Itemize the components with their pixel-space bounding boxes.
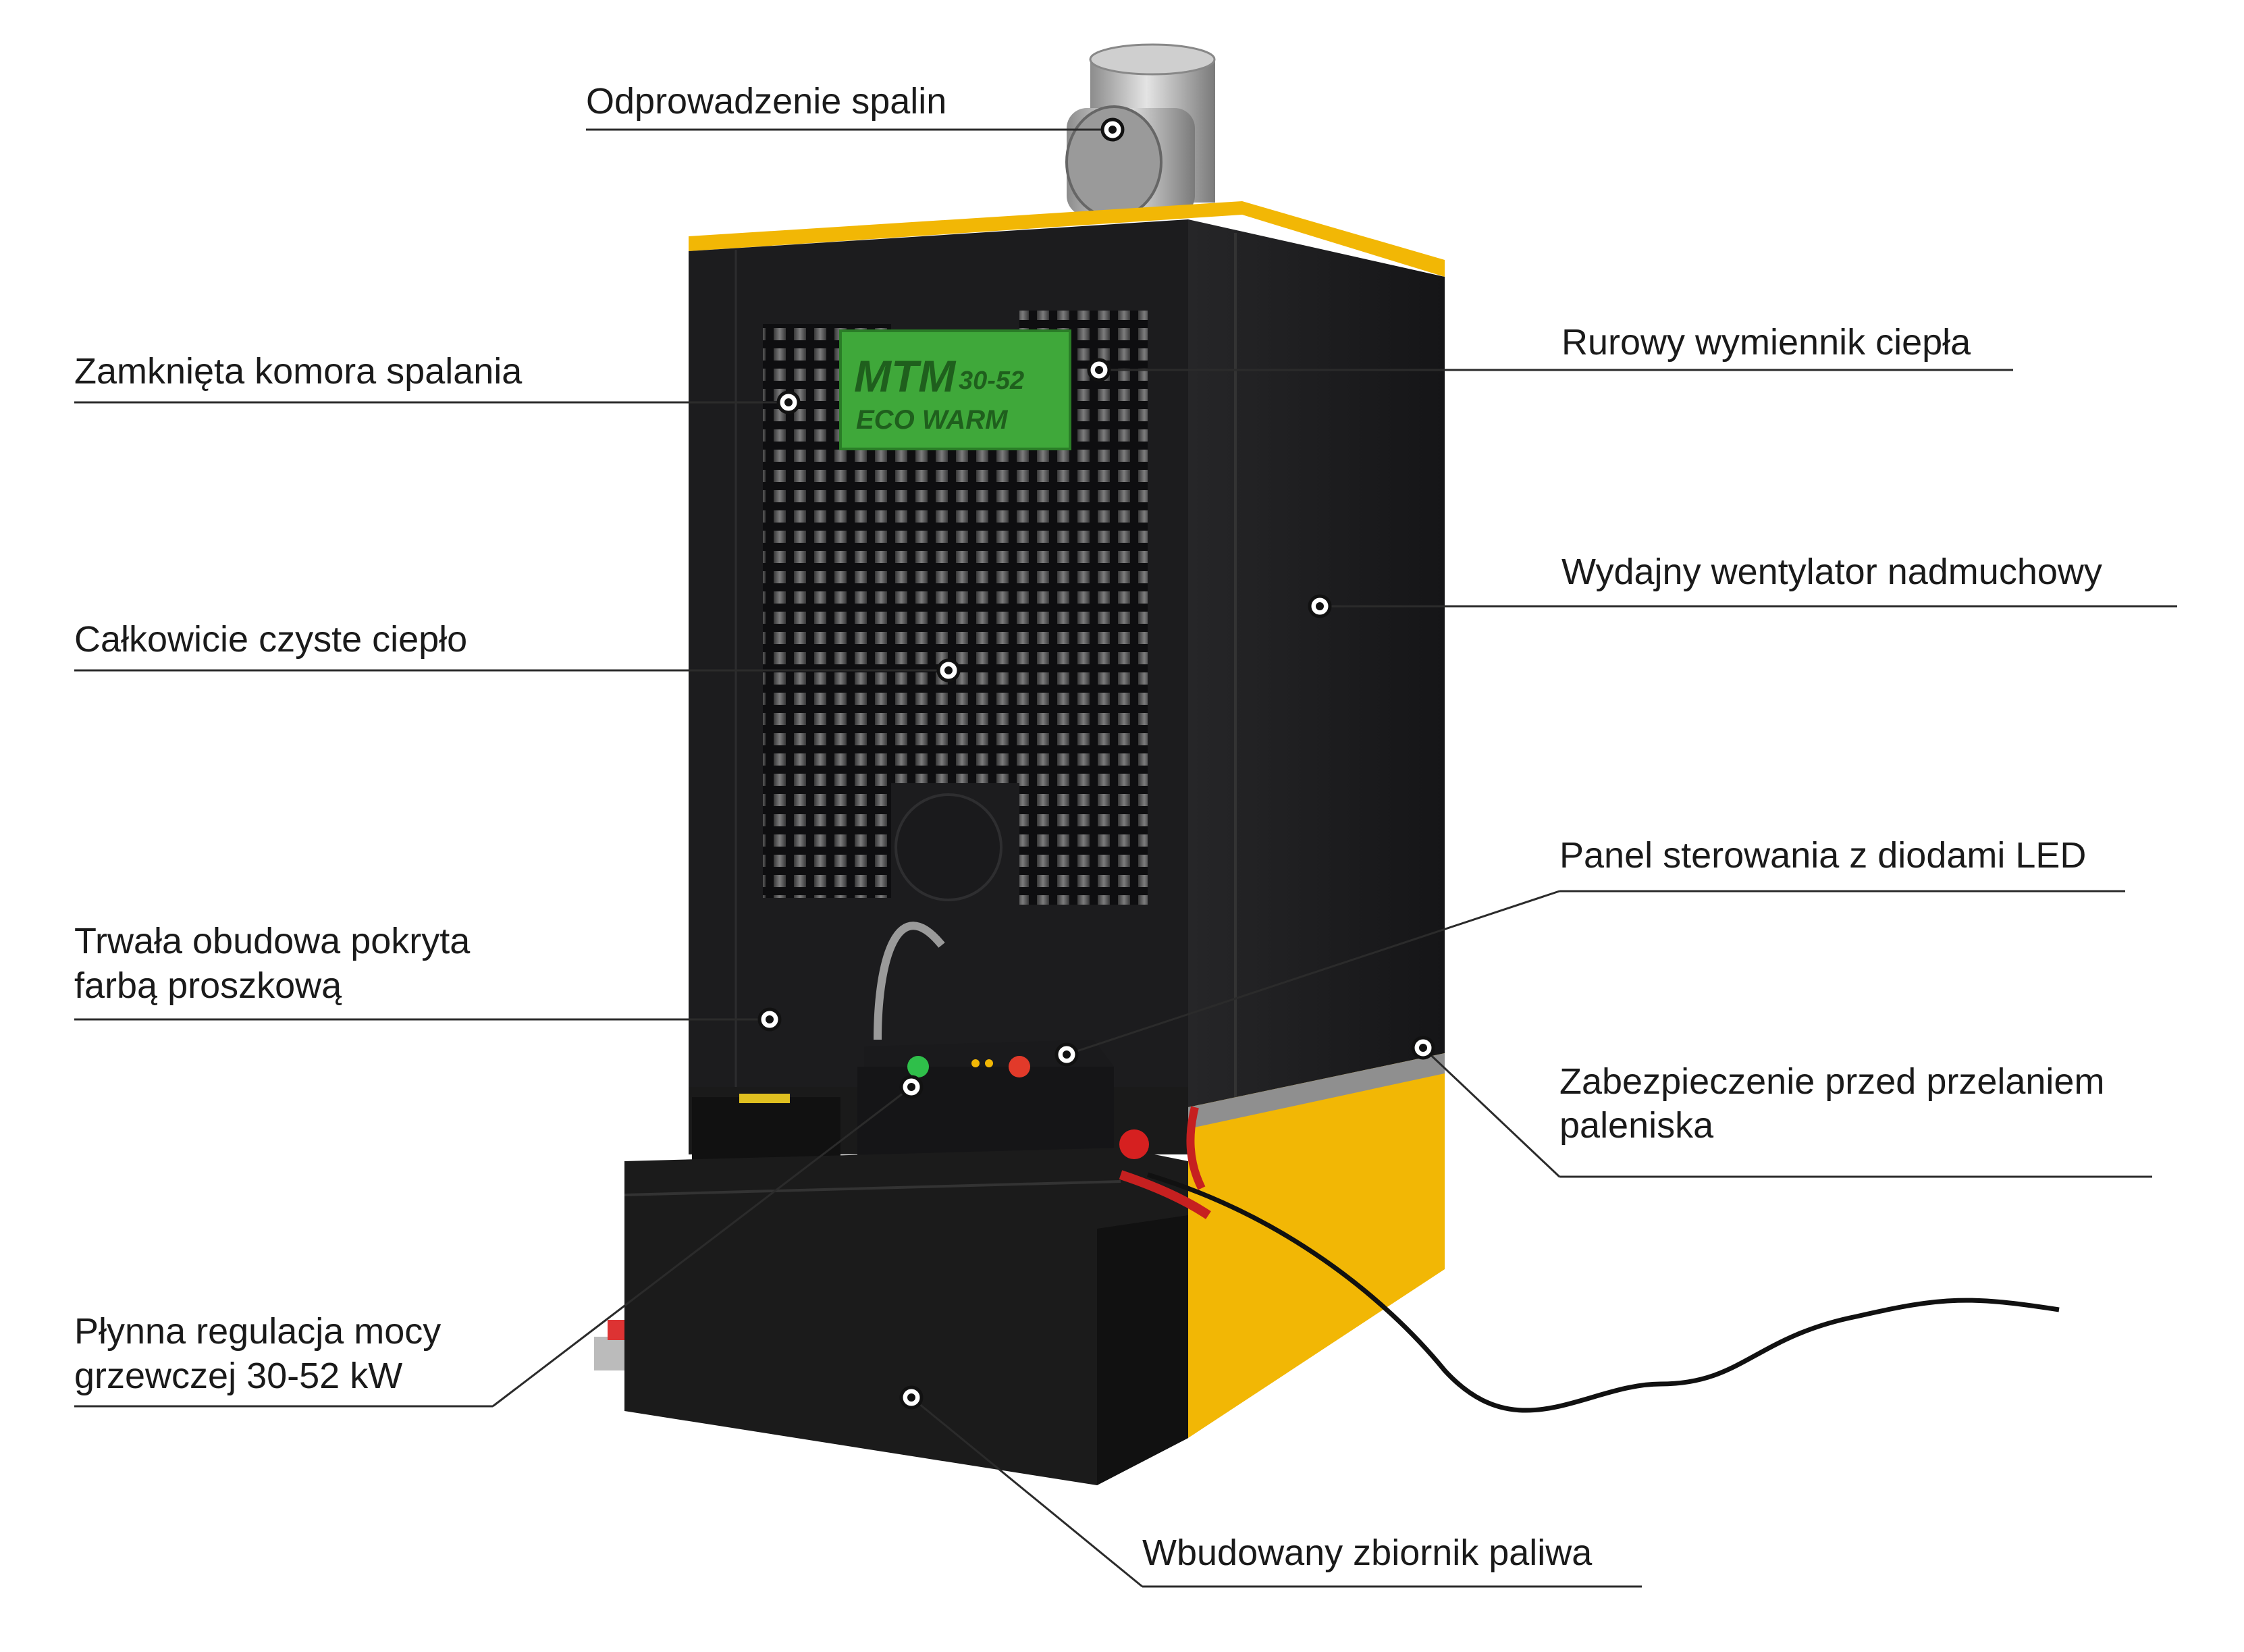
badge-series: ECO WARM [856, 405, 1009, 435]
label-trwala-obudowa-line2: farbą proszkową [74, 965, 342, 1006]
label-panel-sterowania: Panel sterowania z diodami LED [1559, 835, 2086, 876]
callout-rurowy-wymiennik: Rurowy wymiennik ciepła [1087, 322, 2013, 382]
inspection-cover [894, 793, 1003, 901]
callout-odprowadzenie-spalin: Odprowadzenie spalin [586, 81, 1125, 142]
heater-illustration: MTM 30-52 ECO WARM [594, 43, 2060, 1485]
yellow-base [1188, 1053, 1445, 1438]
label-zabezpieczenie-line1: Zabezpieczenie przed przelaniem [1559, 1061, 2104, 1102]
callout-zamknieta-komora: Zamknięta komora spalania [74, 351, 801, 415]
label-plynna-regulacja-line2: grzewczej 30-52 kW [74, 1356, 402, 1396]
callout-panel-sterowania: Panel sterowania z diodami LED [1054, 835, 2125, 1067]
callout-calkowicie-czyste: Całkowicie czyste ciepło [74, 619, 961, 683]
callouts: Odprowadzenie spalin Zamknięta komora sp… [74, 81, 2177, 1588]
side-panel [1188, 219, 1445, 1121]
label-zabezpieczenie-line2: paleniska [1559, 1105, 1714, 1146]
label-calkowicie-czyste: Całkowicie czyste ciepło [74, 619, 467, 660]
label-plynna-regulacja-line1: Płynna regulacja mocy [74, 1311, 441, 1352]
callout-wydajny-wentylator: Wydajny wentylator nadmuchowy [1308, 552, 2177, 618]
label-wydajny-wentylator: Wydajny wentylator nadmuchowy [1561, 552, 2102, 592]
callout-zabezpieczenie: Zabezpieczenie przed przelaniem palenisk… [1411, 1036, 2152, 1178]
badge-model: 30-52 [959, 367, 1024, 395]
label-rurowy-wymiennik: Rurowy wymiennik ciepła [1561, 322, 1971, 363]
top-yellow-edge [689, 201, 1445, 277]
label-zamknieta-komora: Zamknięta komora spalania [74, 351, 523, 392]
badge-brand: MTM [854, 351, 957, 401]
exhaust-chimney [1065, 43, 1216, 219]
fuel-hose [874, 922, 945, 1040]
callout-trwala-obudowa: Trwała obudowa pokryta farbą proszkową [74, 921, 782, 1032]
label-wbudowany-zbiornik: Wbudowany zbiornik paliwa [1142, 1533, 1593, 1573]
emergency-stop [1119, 1129, 1149, 1159]
model-badge: MTM 30-52 ECO WARM [839, 329, 1071, 450]
fuel-tank [594, 1148, 1188, 1485]
label-trwala-obudowa-line1: Trwała obudowa pokryta [74, 921, 471, 961]
callout-wbudowany-zbiornik: Wbudowany zbiornik paliwa [899, 1385, 1642, 1588]
callout-plynna-regulacja: Płynna regulacja mocy grzewczej 30-52 kW [74, 1075, 924, 1408]
power-cord [1146, 1172, 2060, 1413]
center-grille [891, 432, 1019, 783]
label-odprowadzenie-spalin: Odprowadzenie spalin [586, 81, 946, 122]
